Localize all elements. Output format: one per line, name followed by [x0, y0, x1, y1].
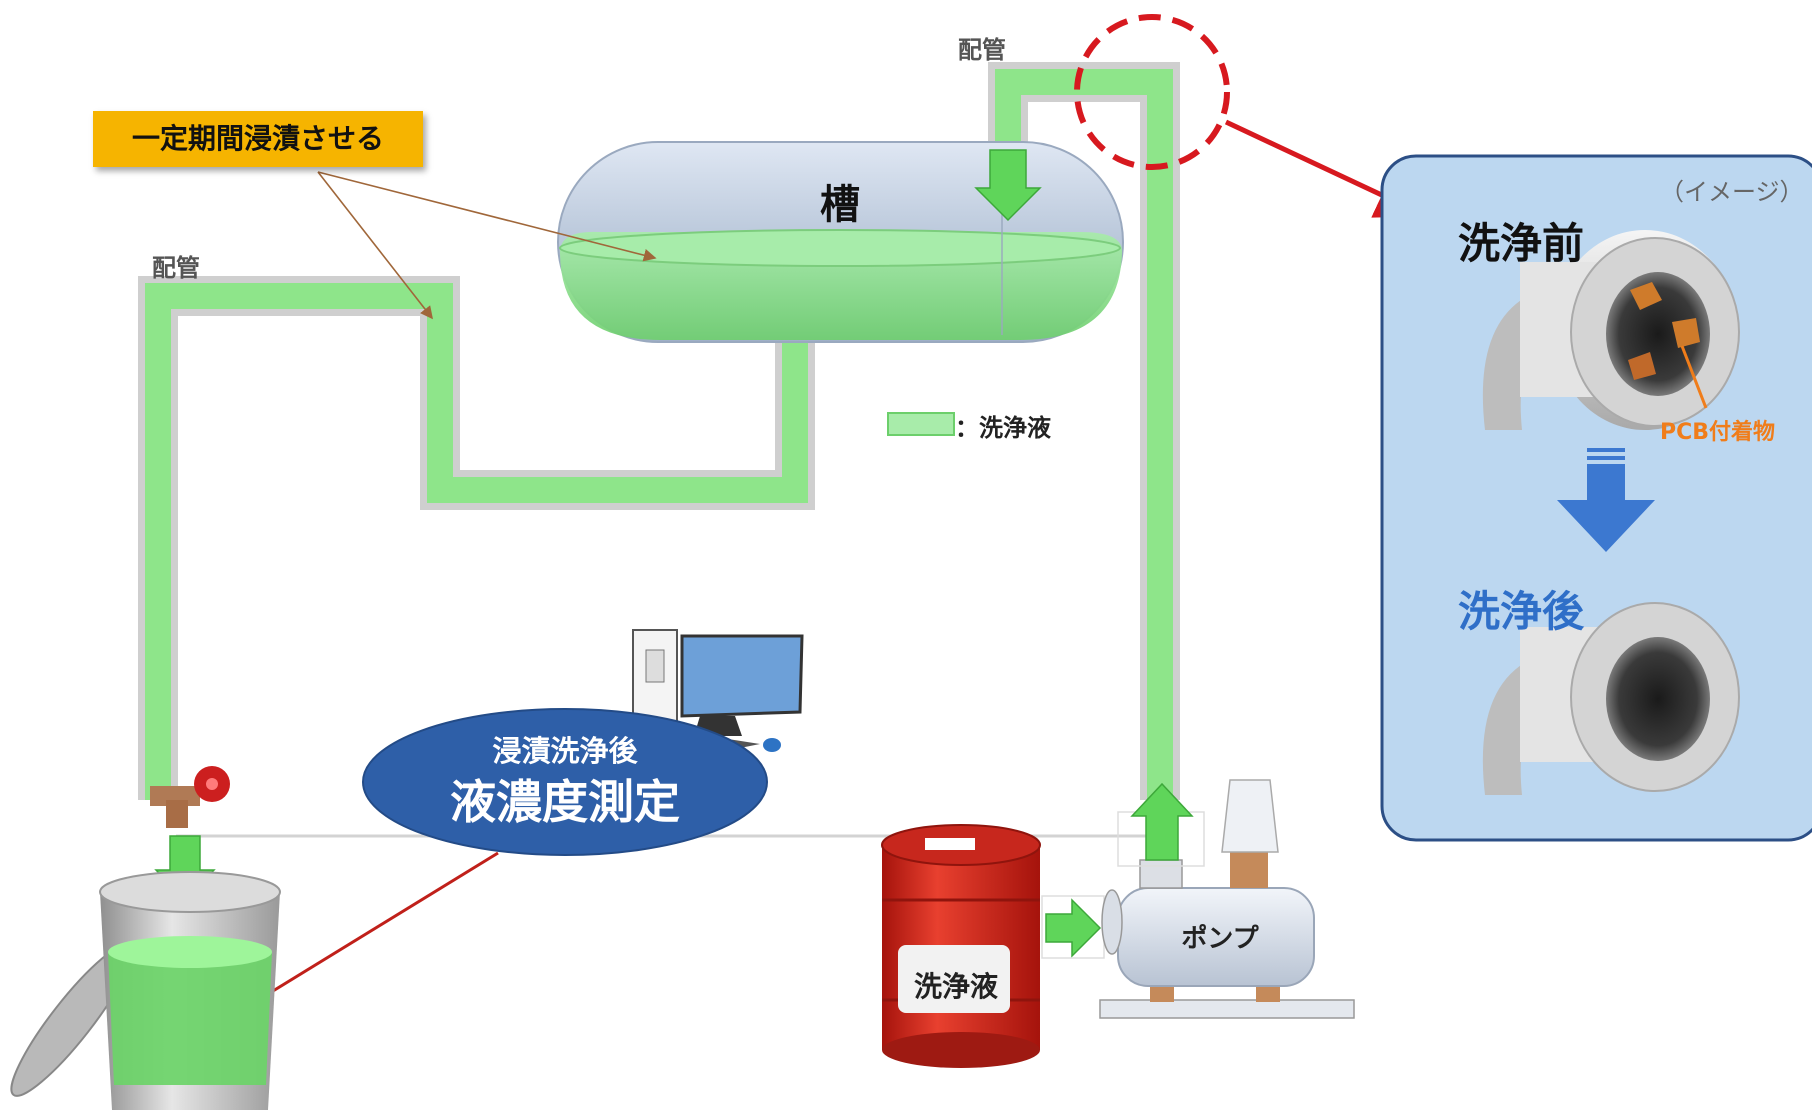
pipe-before-icon: [1482, 230, 1740, 430]
pump-icon: [1099, 779, 1355, 1019]
pump-outflow-arrow-icon: [1130, 782, 1194, 861]
right-pipe: [988, 62, 1180, 800]
callout-pointers: [317, 171, 657, 320]
pipe-label-top: 配管: [958, 36, 1006, 64]
pcb-pointer: [1680, 345, 1708, 409]
pcb-deposit-label: PCB付着物: [1660, 420, 1776, 445]
measurement-main-label: 液濃度測定: [450, 775, 680, 829]
immersion-callout: 一定期間浸漬させる: [93, 111, 423, 167]
valve-icon: [150, 766, 230, 828]
drum-label: 洗浄液: [913, 970, 998, 1003]
down-arrow-icon: [1557, 448, 1655, 552]
focus-circle: [1074, 14, 1230, 170]
left-pipe: [138, 276, 815, 800]
pump-label: ポンプ: [1181, 924, 1259, 954]
pipe-after-icon: [1482, 602, 1740, 795]
bucket-icon: [10, 871, 281, 1110]
image-note: （イメージ）: [1660, 178, 1804, 206]
pipe-label-left: 配管: [152, 254, 200, 282]
inflow-arrow-icon: [974, 149, 1042, 222]
feed-arrow-icon: [1045, 898, 1102, 958]
drum-icon: [881, 824, 1041, 1068]
after-cleaning-label: 洗浄後: [1458, 587, 1585, 636]
legend-swatch: [887, 412, 955, 436]
measurement-sub-label: 浸漬洗浄後: [492, 734, 638, 768]
legend-label: ：洗浄液: [955, 414, 1051, 442]
before-cleaning-label: 洗浄前: [1458, 219, 1585, 268]
measurement-ellipse: [362, 708, 768, 856]
tank-label: 槽: [820, 182, 860, 228]
